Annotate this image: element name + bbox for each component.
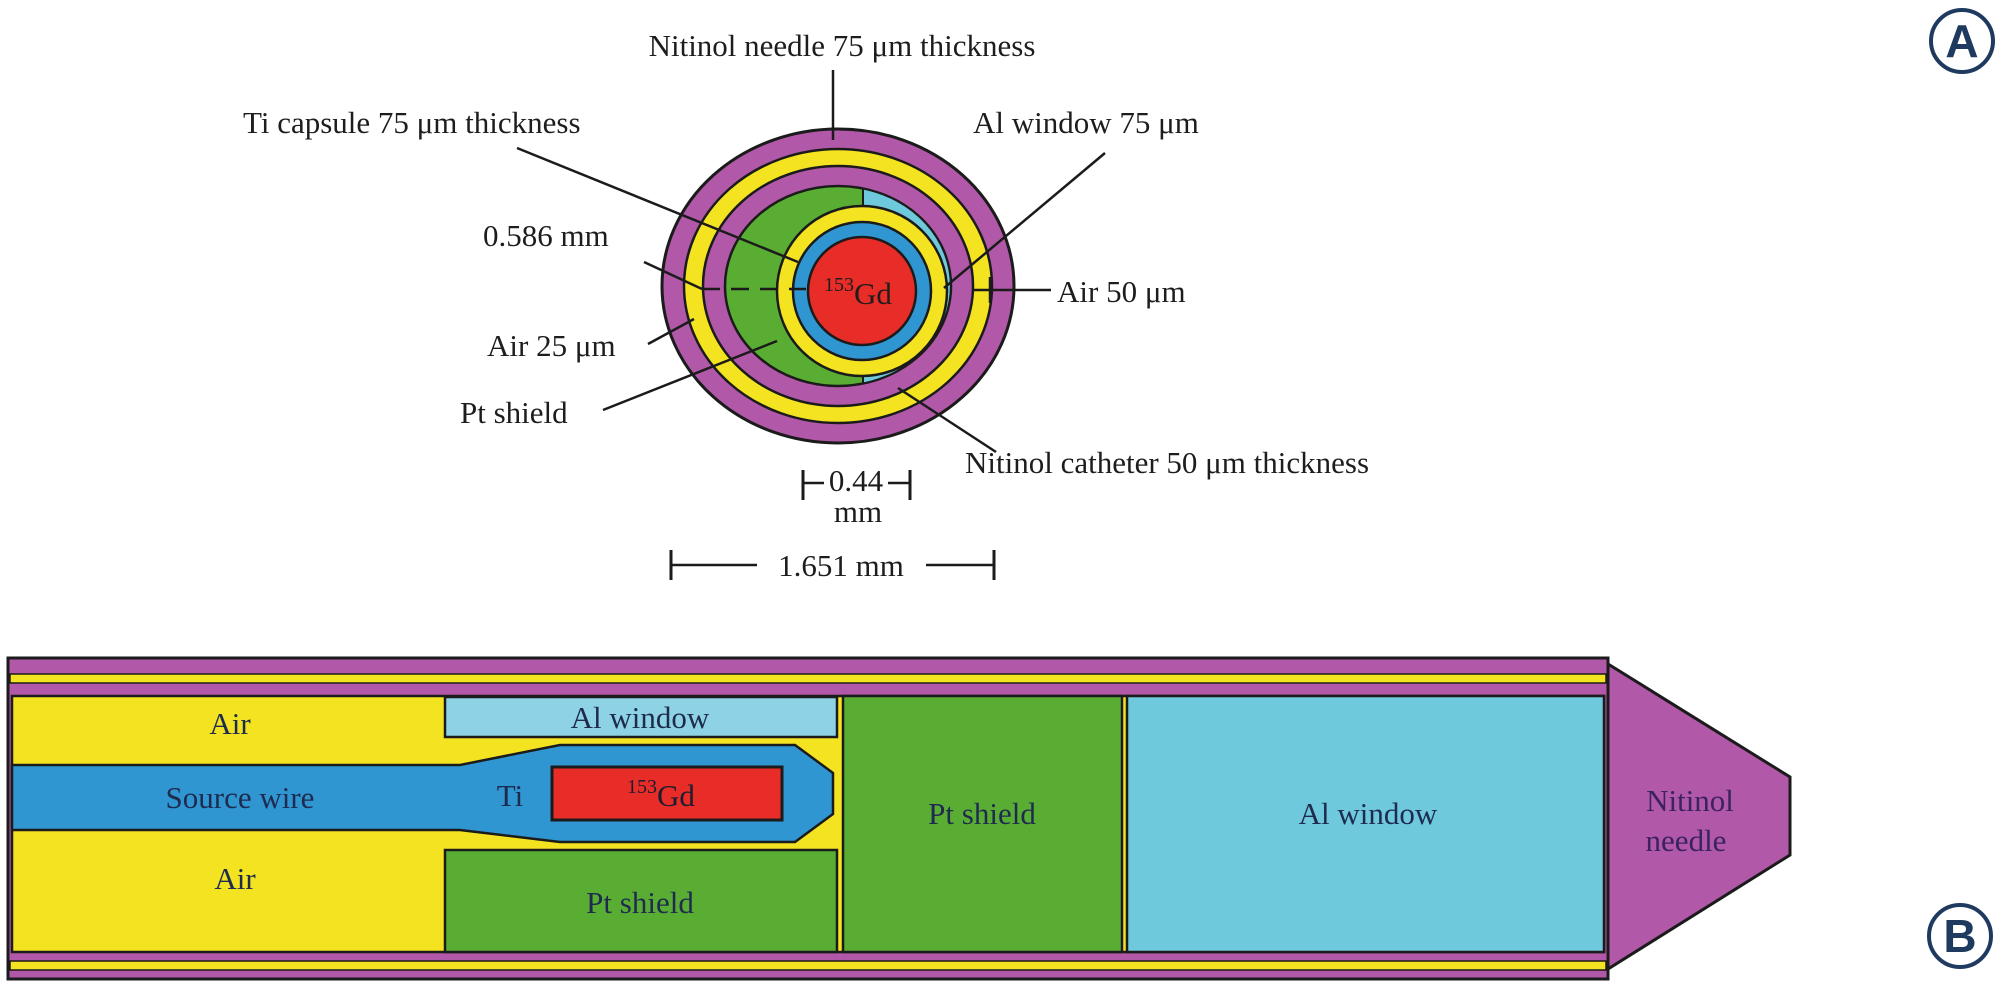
gd-core-circle [806, 235, 918, 347]
label-b-pt-shield-bottom: Pt shield [586, 885, 694, 920]
label-inner-diameter: 0.586 mm [483, 218, 609, 253]
b-gd-superscript: 153 [627, 776, 657, 798]
dim-core-value: 0.44 [829, 463, 884, 498]
leader-air-25 [647, 317, 695, 346]
label-b-source-wire: Source wire [166, 780, 315, 815]
panel-b-badge-circle [1927, 903, 1993, 969]
dimension-core: 0.44 mm [801, 463, 912, 529]
label-b-needle-line2: needle [1646, 823, 1727, 858]
dimension-outer: 1.651 mm [669, 548, 996, 583]
air-gap-stripe-top [9, 673, 1607, 684]
gd-core-symbol: Gd [854, 276, 892, 311]
panel-b-longitudinal: Air Source wire Air Al window Ti 153Gd P… [6, 656, 1792, 981]
gd-core-label: 153Gd [824, 274, 892, 311]
label-air-25: Air 25 μm [487, 328, 616, 363]
label-b-air-top: Air [209, 706, 251, 741]
label-pt-shield: Pt shield [460, 395, 568, 430]
leader-al-window [943, 152, 1106, 289]
label-nitinol-catheter: Nitinol catheter 50 μm thickness [965, 445, 1369, 480]
label-b-pt-shield-mid: Pt shield [928, 796, 1036, 831]
gd-core-superscript: 153 [824, 274, 854, 296]
label-ti-capsule: Ti capsule 75 μm thickness [243, 105, 581, 140]
label-b-needle-line1: Nitinol [1646, 783, 1734, 818]
pt-shield-bottom-bar [443, 848, 839, 954]
label-b-ti: Ti [497, 778, 524, 813]
leader-inner-diameter-solid [643, 260, 703, 291]
panel-b-badge-letter: B [1943, 910, 1976, 962]
label-b-air-bottom: Air [214, 861, 256, 896]
label-b-al-window-top: Al window [571, 700, 710, 735]
dim-outer-value: 1.651 mm [778, 548, 904, 583]
al-window-main-block [1125, 694, 1606, 954]
dim-core-unit: mm [834, 494, 882, 529]
pt-shield-mid-block [841, 694, 1124, 954]
label-air-50: Air 50 μm [1057, 274, 1186, 309]
label-nitinol-needle: Nitinol needle 75 μm thickness [649, 28, 1036, 63]
al-window-top-bar [443, 695, 839, 739]
label-b-al-window-main: Al window [1299, 796, 1438, 831]
label-al-window: Al window 75 μm [973, 105, 1199, 140]
panel-a-badge-letter: A [1945, 15, 1978, 67]
leader-pt-shield [602, 339, 778, 412]
panel-b-badge: B [1927, 903, 1993, 969]
b-gd-symbol: Gd [657, 778, 695, 813]
leader-catheter [897, 386, 997, 454]
panel-a-badge-circle [1929, 8, 1995, 74]
air-gap-stripe-bottom [9, 960, 1607, 971]
gd-core-box [550, 765, 784, 822]
leader-ti-capsule [516, 146, 799, 264]
panel-a-cross-section: 153Gd Nitinol needle 75 μm thickness Ti … [243, 28, 1369, 583]
label-b-gd-core: 153Gd [627, 776, 695, 813]
panel-a-badge: A [1929, 8, 1995, 74]
